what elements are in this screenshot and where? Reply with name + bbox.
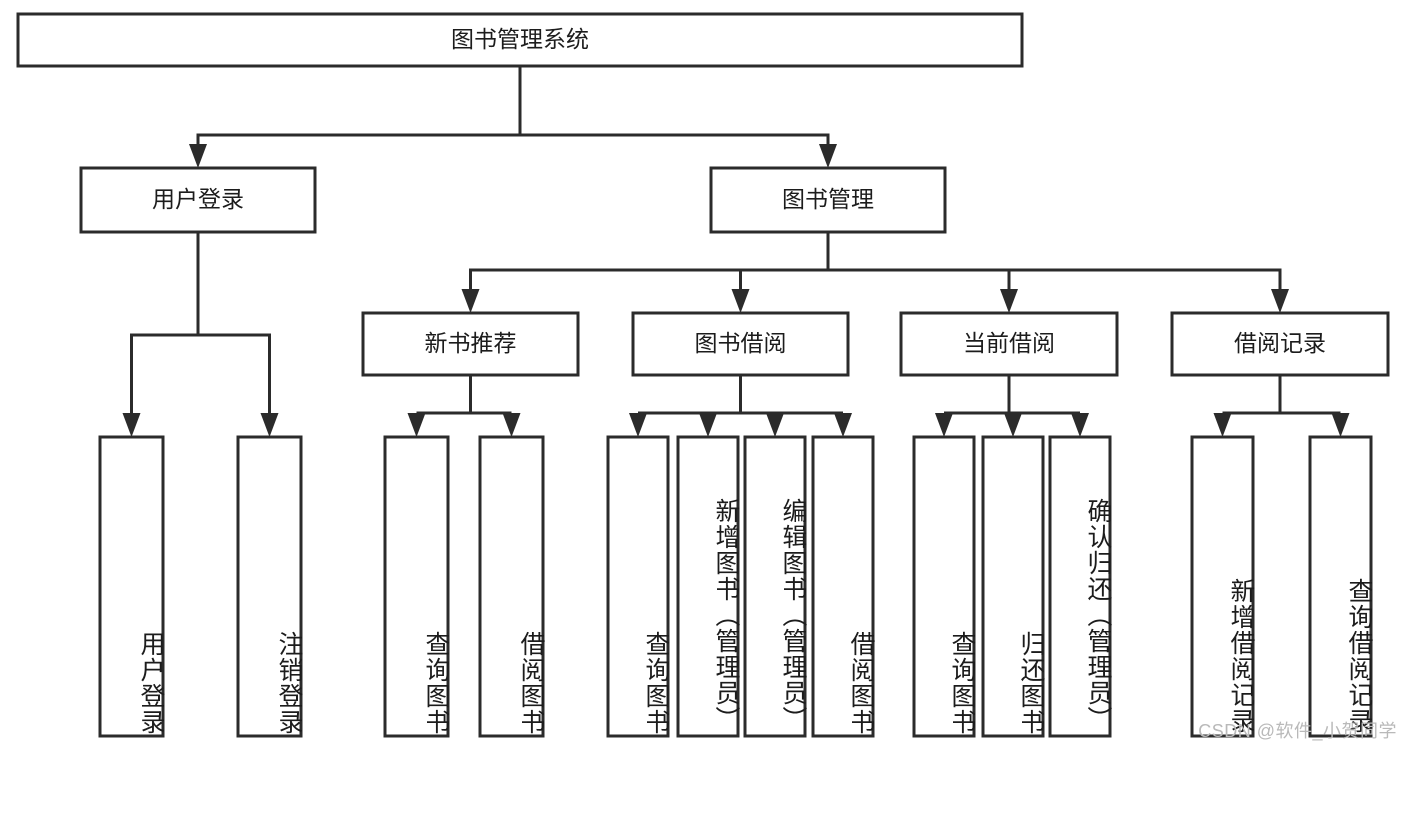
arrow-into-leaf-logout [260, 413, 279, 437]
node-box-leaf-user-login[interactable] [98, 435, 165, 738]
node-box-book-manage[interactable] [709, 166, 947, 234]
node-box-leaf-query-record[interactable] [1308, 435, 1373, 738]
connector-user-login-to-leaf-user-login [130, 333, 198, 413]
arrow-into-leaf-add-record [1213, 413, 1232, 437]
connector-root-to-user-login [196, 133, 520, 144]
arrow-into-leaf-query-book-rec [407, 413, 426, 437]
node-label-book-borrow: 图书借阅 [695, 330, 787, 356]
arrow-into-leaf-query-book-borrow [629, 413, 647, 437]
node-box-leaf-confirm-return[interactable] [1048, 435, 1112, 738]
arrow-into-current-borrow [1000, 289, 1018, 313]
arrow-into-book-borrow [731, 289, 750, 313]
arrow-into-leaf-return-book [1004, 413, 1022, 437]
arrow-into-new-book-recommend [461, 289, 480, 313]
node-box-leaf-query-book-borrow[interactable] [606, 435, 670, 738]
arrow-into-leaf-query-book-current [935, 413, 953, 437]
connector-user-login-to-leaf-logout [198, 333, 271, 413]
connector-root-to-book-manage [520, 133, 830, 144]
node-box-leaf-borrow-book[interactable] [811, 435, 875, 738]
node-box-leaf-add-book[interactable] [676, 435, 740, 738]
connector-book-manage-to-new-book-recommend [469, 268, 828, 289]
node-box-leaf-add-record[interactable] [1190, 435, 1255, 738]
connector-book-manage-to-book-borrow [739, 268, 828, 289]
arrow-into-leaf-borrow-book [834, 413, 852, 437]
diagram-canvas: 图书管理系统用户登录图书管理新书推荐图书借阅当前借阅借阅记录 用户登录注销登录查… [16, 12, 1397, 741]
arrow-into-leaf-edit-book [766, 413, 784, 437]
node-label-borrow-record: 借阅记录 [1234, 330, 1326, 356]
node-box-leaf-borrow-book-rec[interactable] [478, 435, 545, 738]
connector-book-manage-to-borrow-record [828, 268, 1282, 289]
node-box-user-login[interactable] [79, 166, 317, 234]
node-label-root: 图书管理系统 [451, 26, 589, 52]
node-box-root[interactable] [16, 12, 1024, 68]
arrow-into-leaf-query-record [1331, 413, 1350, 437]
arrow-into-user-login [189, 144, 207, 168]
arrow-into-book-manage [819, 144, 837, 168]
node-box-new-book-recommend[interactable] [361, 311, 580, 377]
node-box-leaf-query-book-rec[interactable] [383, 435, 450, 738]
node-label-user-login: 用户登录 [152, 186, 244, 212]
node-label-current-borrow: 当前借阅 [963, 330, 1055, 356]
node-label-book-manage: 图书管理 [782, 186, 874, 212]
arrow-into-leaf-confirm-return [1071, 413, 1089, 437]
node-box-leaf-query-book-current[interactable] [912, 435, 976, 738]
node-box-current-borrow[interactable] [899, 311, 1119, 377]
arrow-into-leaf-borrow-book-rec [502, 413, 521, 437]
node-box-leaf-return-book[interactable] [981, 435, 1045, 738]
arrow-into-borrow-record [1271, 289, 1289, 313]
node-label-new-book-recommend: 新书推荐 [425, 330, 517, 356]
node-box-borrow-record[interactable] [1170, 311, 1390, 377]
connector-book-manage-to-current-borrow [828, 268, 1011, 289]
watermark: CSDN @软件_小贺同学 [1198, 721, 1397, 741]
arrow-into-leaf-user-login [122, 413, 141, 437]
node-box-leaf-edit-book[interactable] [743, 435, 807, 738]
arrow-into-leaf-add-book [699, 413, 717, 437]
node-box-leaf-logout[interactable] [236, 435, 303, 738]
node-box-book-borrow[interactable] [631, 311, 850, 377]
